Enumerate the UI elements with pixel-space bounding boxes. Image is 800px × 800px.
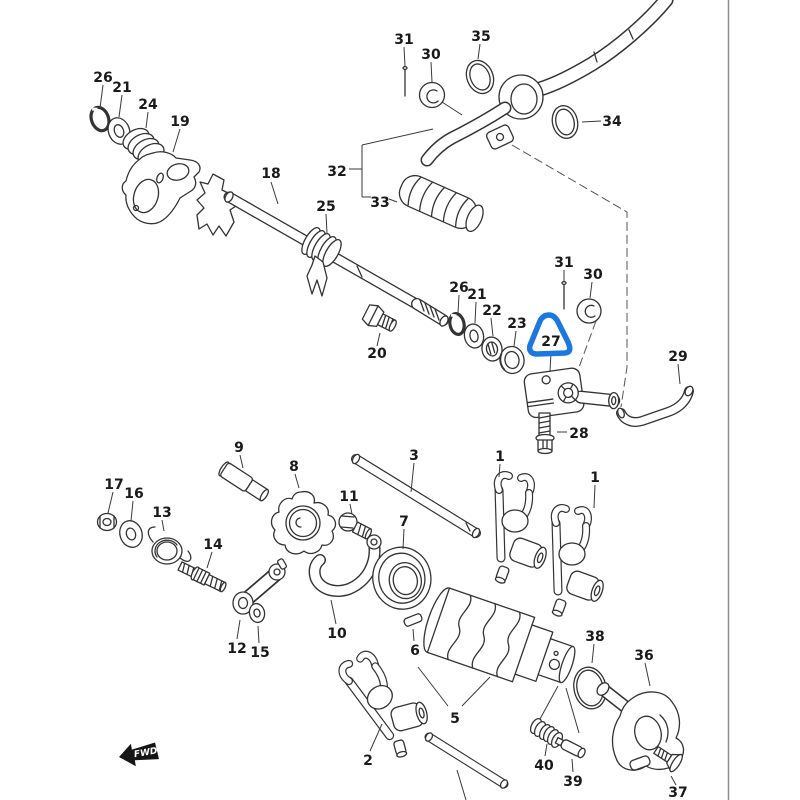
part-21-b-washer <box>463 323 485 349</box>
part-37-screw <box>653 745 683 773</box>
part-26-a-snap-ring <box>89 105 111 133</box>
part-40-spring <box>529 717 564 749</box>
part-34-o-ring <box>551 105 579 139</box>
part-31-b-pin <box>561 280 567 310</box>
label-21-a: 21 <box>112 80 131 96</box>
part-6-key <box>403 613 423 627</box>
part-17-nut <box>96 512 118 532</box>
part-19-cam-guide-plate <box>121 151 201 225</box>
label-bracket-32 <box>349 128 434 203</box>
part-2-shift-fork <box>337 640 444 761</box>
label-35: 35 <box>471 29 490 45</box>
label-32: 32 <box>327 164 346 180</box>
label-21-b: 21 <box>467 287 486 303</box>
part-1-shift-fork <box>493 471 547 584</box>
part-27-gear-shift-arm-joint <box>523 367 621 419</box>
label-13: 13 <box>152 505 171 521</box>
label-15: 15 <box>250 645 269 661</box>
label-3: 3 <box>409 448 419 464</box>
part-4-fork-shaft-rod <box>424 732 509 800</box>
label-23: 23 <box>507 316 526 332</box>
label-30-a: 30 <box>421 47 441 63</box>
shaft-spline-hatch <box>419 299 440 321</box>
label-39: 39 <box>563 774 582 790</box>
part-20-bolt <box>361 304 397 332</box>
part-7-bearing <box>372 546 432 610</box>
part-12-stopper-arm <box>232 558 288 615</box>
label-24: 24 <box>138 97 158 113</box>
label-31-a: 31 <box>394 32 413 48</box>
part-8-cam-stopper-plate <box>270 490 337 555</box>
part-39-pin <box>554 736 586 759</box>
part-30-b-cushion <box>576 298 602 324</box>
label-22: 22 <box>482 303 501 319</box>
label-26-a: 26 <box>93 70 112 86</box>
label-12: 12 <box>227 641 246 657</box>
part-15-washer <box>248 602 266 624</box>
part-16-washer <box>119 520 143 548</box>
label-14: 14 <box>203 537 223 553</box>
label-17: 17 <box>104 477 123 493</box>
label-18: 18 <box>261 166 280 182</box>
label-2: 2 <box>363 753 373 769</box>
spring-arm-pawl <box>306 255 328 297</box>
part-31-a-pin <box>402 65 408 97</box>
label-34: 34 <box>602 114 622 130</box>
part-9-pivot-bolt <box>218 461 270 502</box>
shaft-fork-end <box>196 173 237 237</box>
part-28-bolt <box>535 412 555 455</box>
label-1-b: 1 <box>590 470 600 486</box>
part-5-gear-shifting-cam-drum <box>423 587 576 684</box>
label-9: 9 <box>234 440 244 456</box>
part-number-labels: 26 21 24 19 31 30 35 34 32 33 18 25 20 2… <box>93 29 687 800</box>
label-36: 36 <box>634 648 653 664</box>
label-25: 25 <box>316 199 335 215</box>
highlight-ring-27 <box>526 312 573 357</box>
part-13-torsion-spring <box>147 526 192 565</box>
part-29-link-rod <box>616 385 694 427</box>
label-1-a: 1 <box>495 449 505 465</box>
part-33-pedal-rubber <box>398 174 484 233</box>
label-16: 16 <box>124 486 143 502</box>
label-6: 6 <box>410 643 420 659</box>
label-20: 20 <box>367 346 387 362</box>
label-29: 29 <box>668 349 687 365</box>
part-11-bolt <box>338 512 373 540</box>
part-32-gear-shift-lever <box>398 0 674 233</box>
label-37: 37 <box>668 785 687 800</box>
label-38: 38 <box>585 629 604 645</box>
part-23-collar <box>499 345 525 375</box>
label-11: 11 <box>339 489 358 505</box>
part-25-shaft-return-spring <box>301 227 342 297</box>
fwd-arrow-shape <box>119 742 159 767</box>
label-33: 33 <box>370 195 389 211</box>
label-19: 19 <box>170 114 189 130</box>
part-10-cam-guide <box>308 534 382 597</box>
fwd-arrow: FWD <box>119 742 159 767</box>
lever-clamp-boss <box>485 124 515 150</box>
part-1-shift-fork-2 <box>552 508 606 617</box>
part-30-a-cushion <box>418 81 463 116</box>
fwd-arrow-label: FWD <box>133 746 158 760</box>
part-3-guide-rod <box>351 453 481 539</box>
label-30-b: 30 <box>583 267 603 283</box>
part-22-spacer <box>481 336 503 362</box>
part-36-gear-position-switch <box>596 682 685 771</box>
label-7: 7 <box>399 514 409 530</box>
leader-lines <box>99 43 681 786</box>
label-27: 27 <box>541 334 560 350</box>
part-35-o-ring <box>465 59 495 95</box>
label-31-b: 31 <box>554 255 573 271</box>
label-28: 28 <box>569 426 588 442</box>
label-40: 40 <box>534 758 554 774</box>
label-5: 5 <box>450 711 460 727</box>
part-26-b-snap-ring <box>448 312 466 336</box>
part-14-adjuster-bolt <box>177 561 227 593</box>
label-10: 10 <box>327 626 347 642</box>
spline-hole-hatch <box>560 383 576 403</box>
label-8: 8 <box>289 459 299 475</box>
label-26-b: 26 <box>449 280 468 296</box>
